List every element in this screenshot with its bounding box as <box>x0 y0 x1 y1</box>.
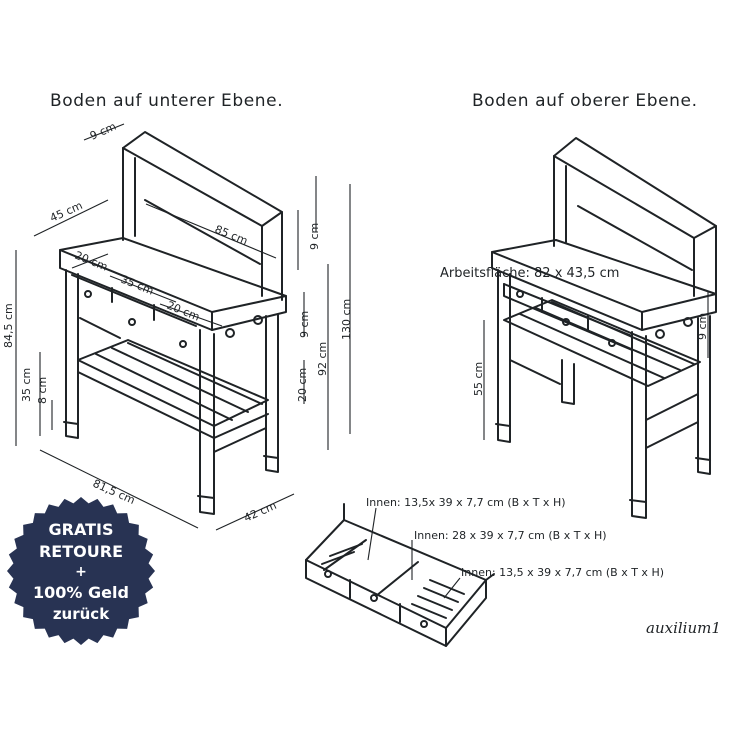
worktop-label: Arbeitsfläche: 82 x 43,5 cm <box>440 266 620 281</box>
dim-drawer-a: 20 cm <box>73 249 110 274</box>
heading-right: Boden auf oberer Ebene. <box>472 91 698 111</box>
drawer-inner-3: Innen: 13,5 x 39 x 7,7 cm (B x T x H) <box>461 566 665 579</box>
badge-line-2: RETOURE <box>38 542 123 561</box>
dim-shelf-height: 35 cm <box>20 368 33 402</box>
dim-table-height: 84,5 cm <box>2 303 15 348</box>
dim-height-92: 92 cm <box>316 342 329 376</box>
dim-right-shelf-height: 55 cm <box>472 362 485 396</box>
right-table-drawing <box>491 137 717 519</box>
left-dimension-labels: 9 cm 45 cm 85 cm 20 cm 35 cm 20 cm 9 cm … <box>2 120 353 525</box>
brand-logo: auxilium1 <box>646 619 721 637</box>
drawer-inner-1: Innen: 13,5x 39 x 7,7 cm (B x T x H) <box>366 496 566 509</box>
dim-shelf-width: 85 cm <box>213 223 250 248</box>
dim-height-130: 130 cm <box>340 299 353 340</box>
drawer-inner-2: Innen: 28 x 39 x 7,7 cm (B x T x H) <box>414 529 607 542</box>
heading-left: Boden auf unterer Ebene. <box>50 91 284 111</box>
dim-hook-20: 20 cm <box>296 368 309 402</box>
dim-upper-9b: 9 cm <box>298 311 311 338</box>
drawer-unit-drawing <box>305 503 495 647</box>
badge-line-4: 100% Geld <box>33 583 129 602</box>
dim-base-depth: 42 cm <box>242 499 279 525</box>
dim-shelf-gap: 8 cm <box>36 377 49 404</box>
left-table-drawing <box>59 131 287 515</box>
badge-line-3: + <box>75 564 87 580</box>
badge-seal-shape <box>7 497 155 645</box>
dim-right-hook-gap: 9 cm <box>696 313 709 340</box>
badge-line-1: GRATIS <box>48 520 114 539</box>
right-dimension-labels: 55 cm 9 cm <box>472 313 709 396</box>
badge-line-5: zurück <box>52 605 110 623</box>
dim-upper-9a: 9 cm <box>308 223 321 250</box>
return-badge <box>7 497 155 645</box>
dim-shelf-depth: 9 cm <box>88 120 118 143</box>
